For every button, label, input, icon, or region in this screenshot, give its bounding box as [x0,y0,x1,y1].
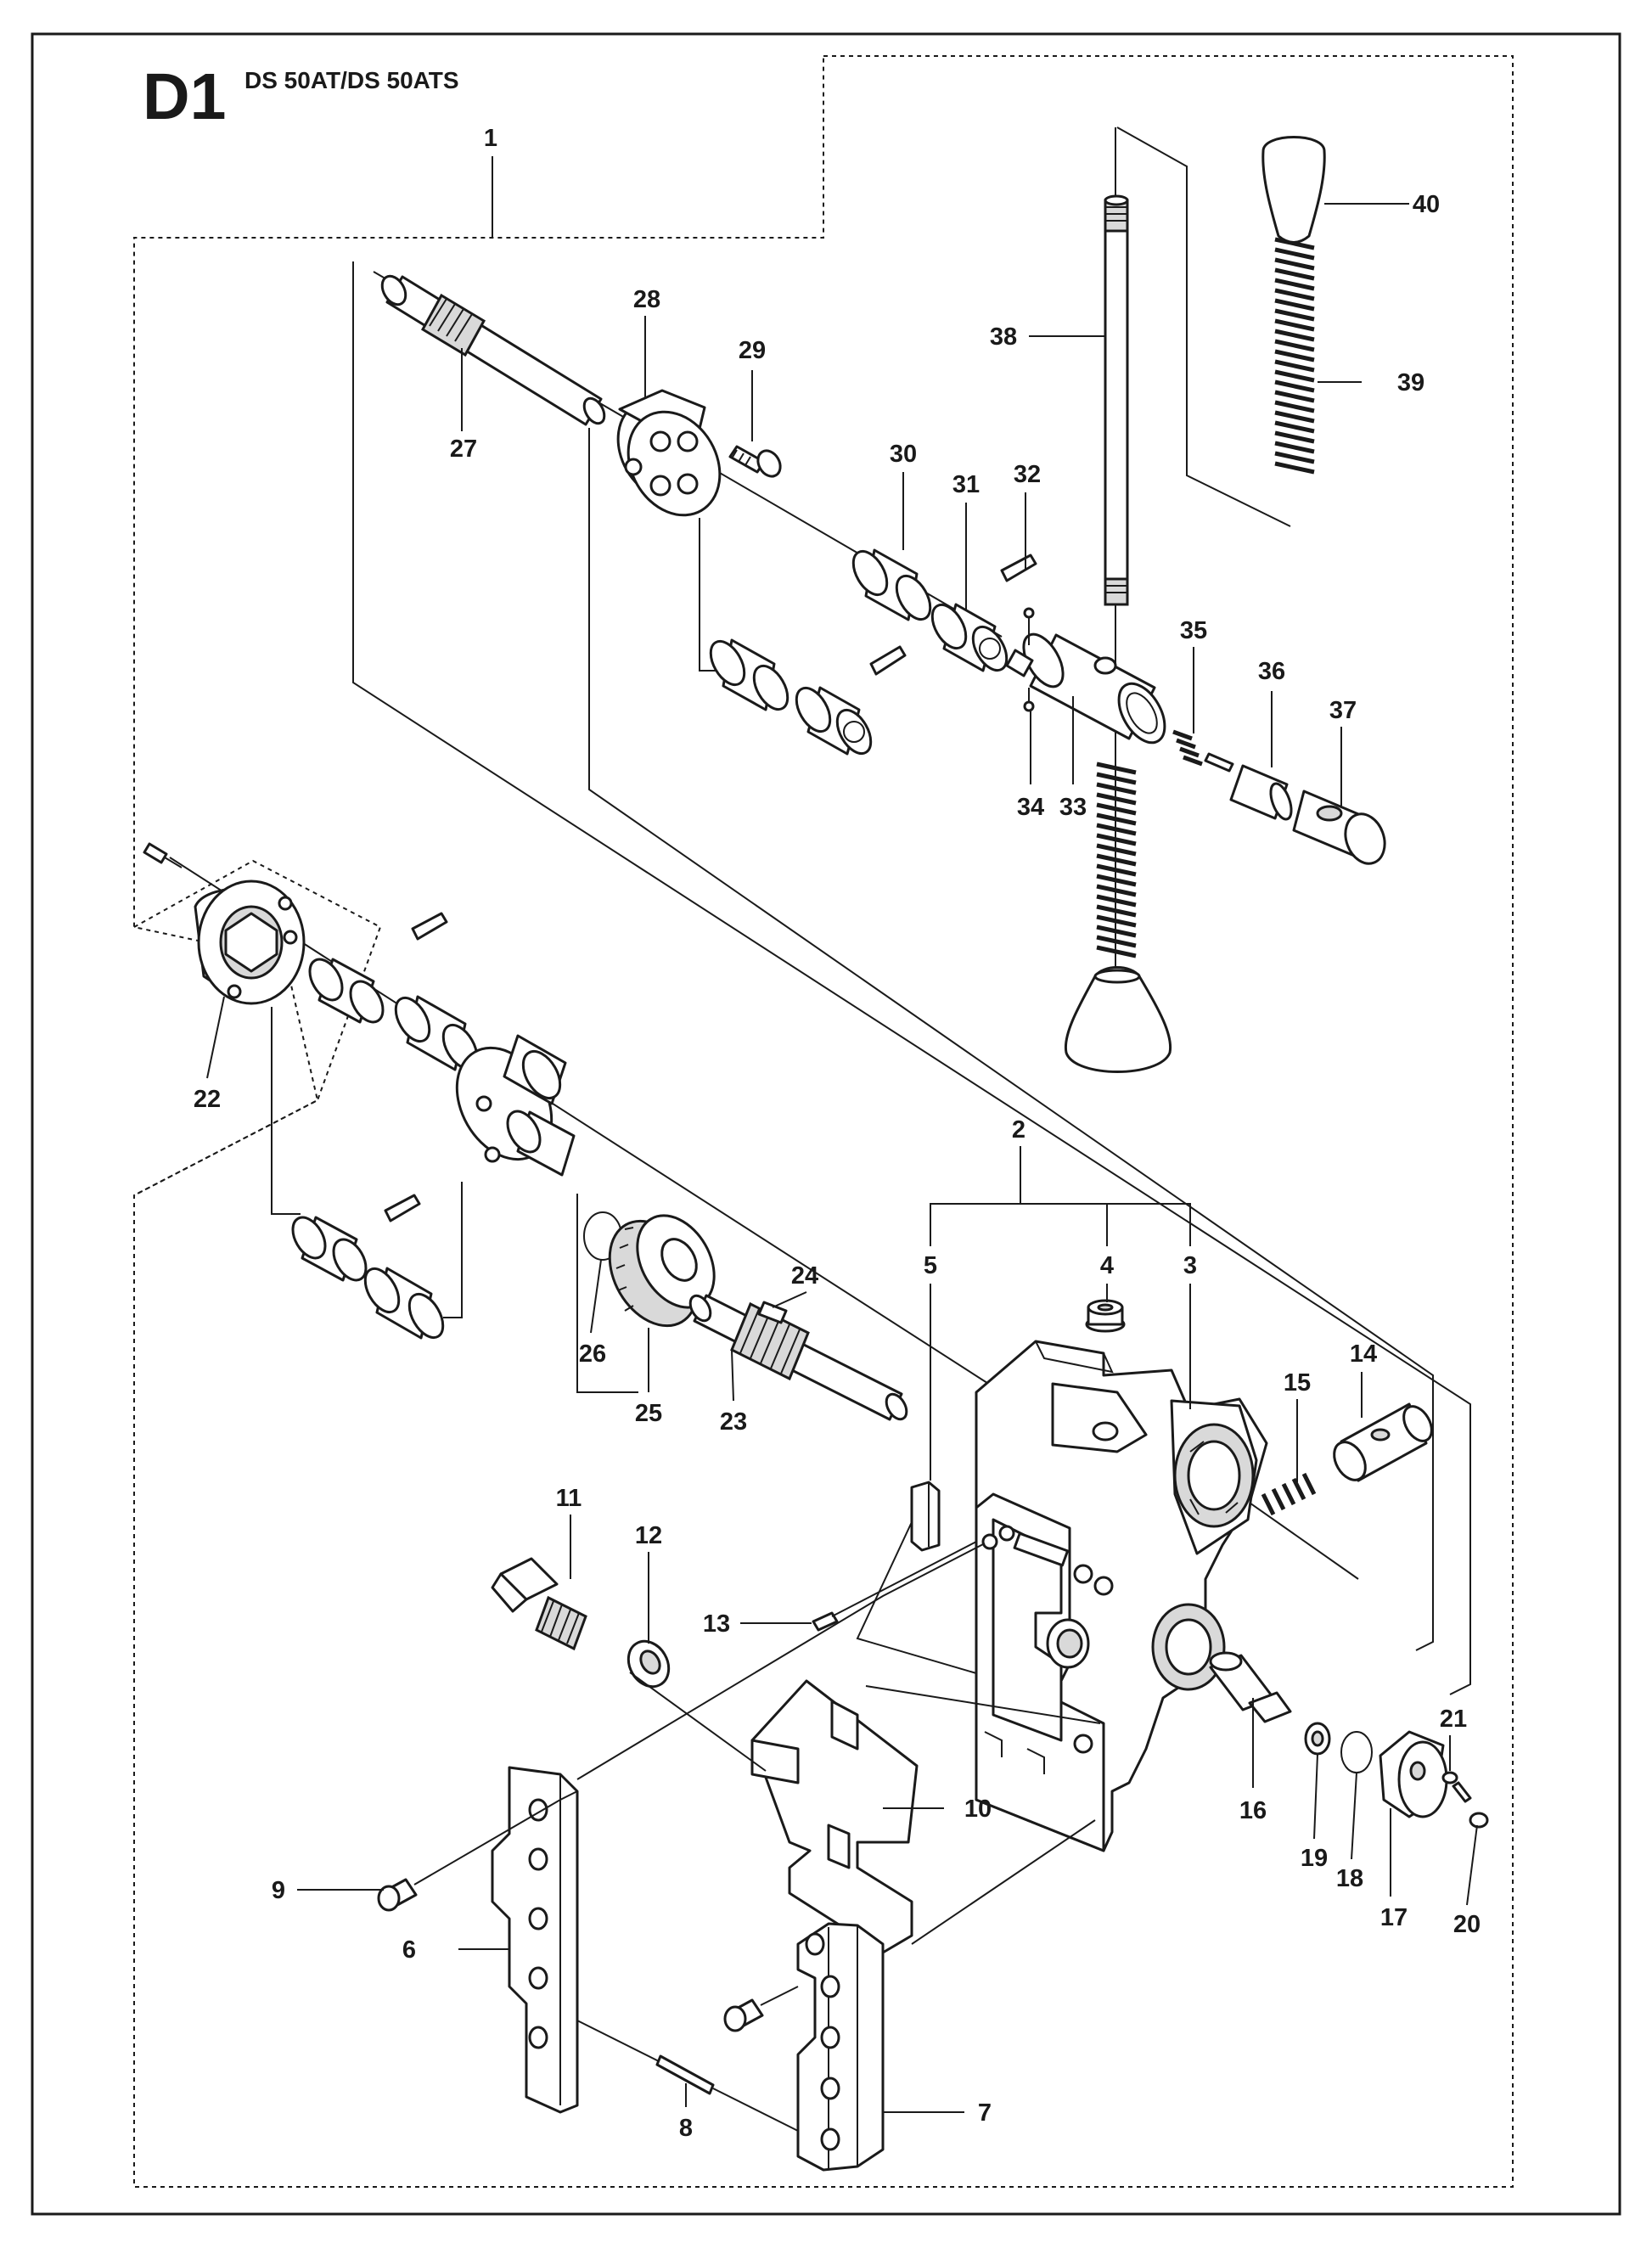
group-lines [271,126,1471,1710]
callout-3: 3 [1183,1252,1197,1279]
part-31-coupling [930,603,1009,672]
part-6-plate [491,1766,579,2114]
callout-34: 34 [1017,794,1044,821]
part-14-pin-sleeve [1333,1402,1433,1482]
callout-36: 36 [1258,658,1285,685]
callout-6: 6 [402,1936,416,1964]
part-3-main-housing [975,1340,1268,1852]
callout-29: 29 [739,337,766,364]
part-32-pin [1000,554,1037,582]
part-29-screw [728,445,782,478]
callouts: 1 2 3 4 5 6 7 8 9 10 11 12 13 14 15 16 1… [194,125,1481,2142]
part-9-screw-duplicate [723,1986,799,2032]
part-27-pinion-shaft [380,274,606,426]
part-28-flange-middle [455,1034,576,1177]
callout-17: 17 [1380,1904,1408,1931]
part-24-key [757,1301,788,1324]
callout-8: 8 [679,2115,693,2142]
callout-13: 13 [703,1610,730,1638]
callout-24: 24 [791,1262,818,1290]
callout-23: 23 [720,1408,747,1436]
part-11-plug [491,1557,587,1651]
page-code: D1 [143,60,226,133]
callout-leaders [206,156,1478,2113]
callout-1: 1 [484,125,497,152]
callout-32: 32 [1014,461,1041,488]
callout-31: 31 [952,471,980,498]
callout-7: 7 [978,2099,992,2127]
callout-33: 33 [1059,794,1087,821]
part-31-coupling-middle [308,912,448,1024]
part-21-washer [1441,1771,1458,1784]
callout-40: 40 [1413,191,1440,218]
part-34-ball [1023,607,1035,712]
part-30-bushing [851,548,932,621]
part-39-spring [1273,237,1316,479]
callout-38: 38 [990,323,1017,351]
model-title: DS 50AT/DS 50ATS [244,67,459,93]
part-38-rod [1104,194,1129,606]
callout-21: 21 [1440,1706,1467,1733]
connection-lines [576,1543,1104,1945]
part-37-knob-cap [1292,790,1386,865]
part-31-coupling-duplicate [795,686,873,756]
callout-4: 4 [1100,1252,1114,1279]
callout-10: 10 [964,1796,992,1823]
part-22-flange [143,842,306,1005]
part-32-pin-duplicate [869,645,907,676]
assembly-boundary [133,55,1514,2188]
part-23-shaft [688,1294,908,1421]
callout-28: 28 [633,286,660,313]
callout-37: 37 [1329,697,1357,724]
callout-16: 16 [1239,1797,1267,1824]
part-31-coupling-lower [291,1194,421,1282]
callout-35: 35 [1180,617,1207,644]
page-frame [31,32,1621,2216]
callout-5: 5 [924,1252,937,1279]
part-10-bracket [750,1679,919,1954]
callout-2: 2 [1012,1116,1025,1144]
part-16-valve [1209,1651,1292,1723]
part-5-block [910,1481,941,1552]
part-7-plate [796,1922,885,2172]
part-40-knob [1261,136,1326,244]
callout-26: 26 [579,1340,606,1368]
part-30-bushing-duplicate [709,638,789,711]
callout-9: 9 [272,1877,285,1904]
callout-39: 39 [1397,369,1424,396]
part-28-flange [616,389,722,517]
part-9-screw [377,1799,561,1912]
callout-20: 20 [1453,1911,1481,1938]
part-40-knob-duplicate [1064,966,1172,1073]
part-4-bushing [1085,1299,1126,1333]
callout-19: 19 [1301,1845,1328,1872]
callout-25: 25 [635,1400,662,1427]
callout-11: 11 [556,1485,582,1512]
part-19-washer [1304,1722,1331,1756]
part-20-screw [1452,1781,1489,1829]
part-33-housing [1005,632,1166,745]
callout-27: 27 [450,436,477,463]
callout-14: 14 [1350,1340,1377,1368]
part-15-spring [1261,1472,1317,1516]
callout-30: 30 [890,441,917,468]
callout-18: 18 [1336,1865,1363,1892]
part-35-spring [1172,729,1203,767]
part-39-spring-duplicate [1096,762,1137,958]
callout-12: 12 [635,1522,662,1549]
part-17-cap [1379,1730,1448,1818]
part-36-plunger [1204,752,1293,821]
callout-22: 22 [194,1086,221,1113]
part-13-pin [812,1541,977,1632]
part-18-ring [1340,1731,1373,1773]
part-25-gear [608,1214,716,1328]
part-30-bushing-lower [363,1267,445,1340]
part-8-pin [576,2020,799,2132]
callout-15: 15 [1284,1369,1311,1397]
